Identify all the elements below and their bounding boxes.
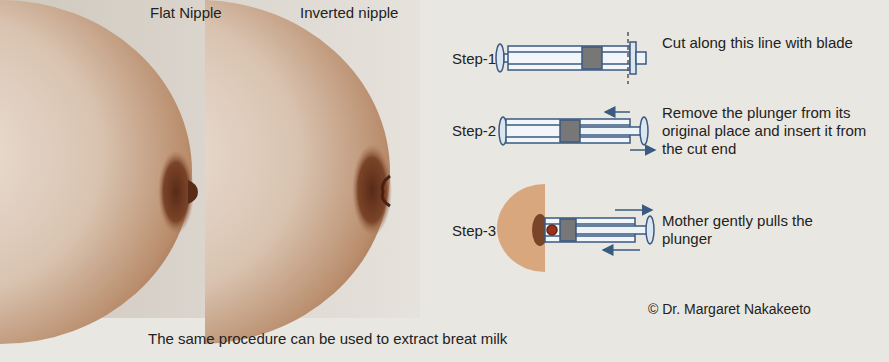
instruction-note: Mother gently pulls the plunger (662, 212, 862, 248)
breast-inverted-nipple (205, 0, 392, 344)
syringe-step1 (496, 32, 646, 84)
instruction-note: Remove the plunger from its original pla… (662, 104, 884, 158)
caption: The same procedure can be used to extrac… (148, 330, 507, 348)
breast-flat-nipple (0, 0, 198, 344)
view-label: Inverted nipple (300, 4, 398, 22)
step-label: Step-1 (452, 50, 496, 68)
breast-step3 (497, 184, 545, 272)
syringe-step2 (499, 112, 655, 150)
step-label: Step-2 (452, 122, 496, 140)
instruction-note: Cut along this line with blade (662, 34, 862, 52)
copyright-note: © Dr. Margaret Nakakeeto (648, 300, 811, 318)
step-label: Step-3 (452, 222, 496, 240)
syringe-step3 (545, 210, 654, 250)
view-label: Flat Nipple (150, 4, 222, 22)
